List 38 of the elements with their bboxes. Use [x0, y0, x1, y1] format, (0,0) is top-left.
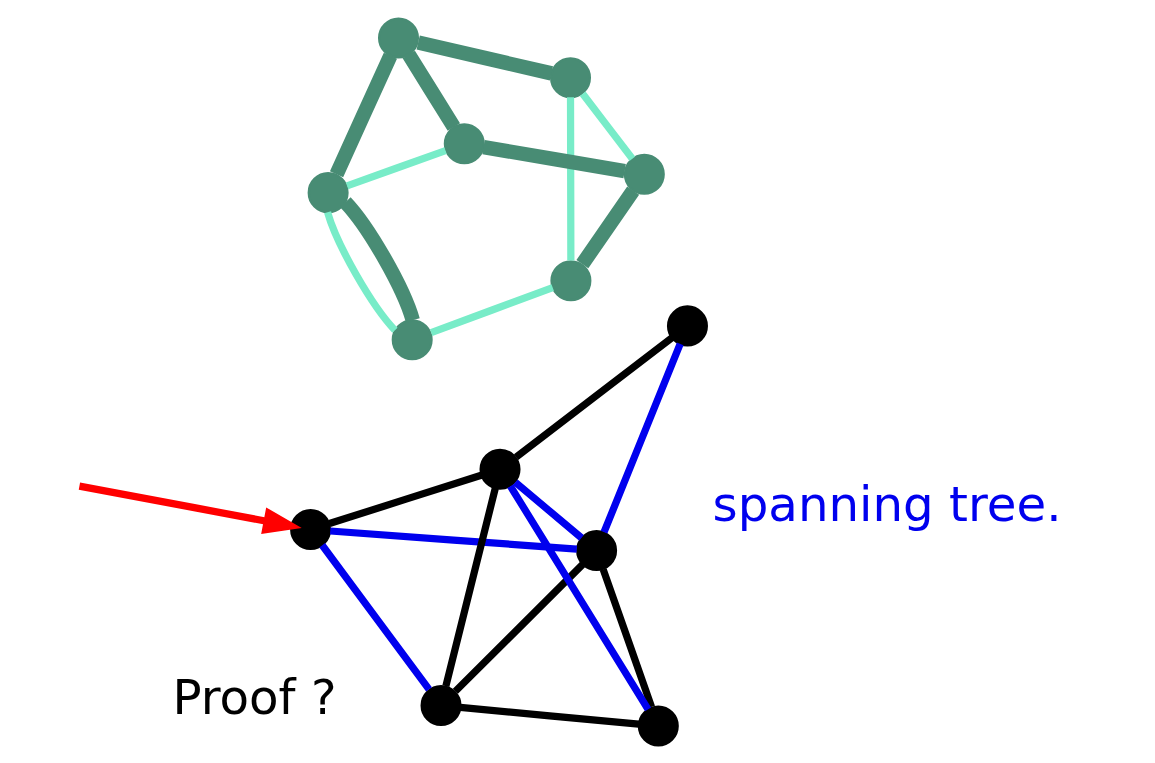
connector — [345, 146, 447, 189]
connector — [575, 185, 639, 268]
connector — [506, 483, 651, 711]
connector — [513, 334, 674, 460]
connector — [339, 196, 420, 322]
node-circle — [623, 153, 665, 195]
node-circle — [377, 16, 419, 58]
connector — [600, 342, 684, 534]
node-circle — [391, 318, 433, 360]
node-circle — [420, 684, 462, 726]
node-circle — [443, 122, 485, 164]
connector — [329, 52, 397, 177]
connector — [599, 567, 655, 708]
connector — [318, 542, 432, 691]
node-circle — [575, 529, 617, 571]
label: Proof ? — [171, 668, 337, 725]
node-circle — [289, 508, 331, 550]
connector — [441, 486, 499, 687]
node-circle — [549, 56, 591, 98]
connector — [566, 96, 574, 260]
connector — [429, 283, 554, 336]
connector — [512, 478, 584, 541]
label: spanning tree. — [712, 475, 1062, 532]
arrow — [78, 482, 302, 534]
connector — [481, 139, 626, 178]
connector — [579, 91, 635, 161]
node-circle — [637, 705, 679, 747]
connector — [452, 561, 585, 694]
connector — [327, 471, 482, 527]
node-circle — [479, 448, 521, 490]
connector — [329, 526, 577, 553]
connector — [402, 50, 460, 131]
node-circle — [307, 171, 349, 213]
connector — [459, 703, 639, 728]
connector — [416, 34, 553, 80]
node-circle — [549, 259, 591, 301]
connector — [323, 210, 398, 333]
node-circle — [666, 304, 708, 346]
